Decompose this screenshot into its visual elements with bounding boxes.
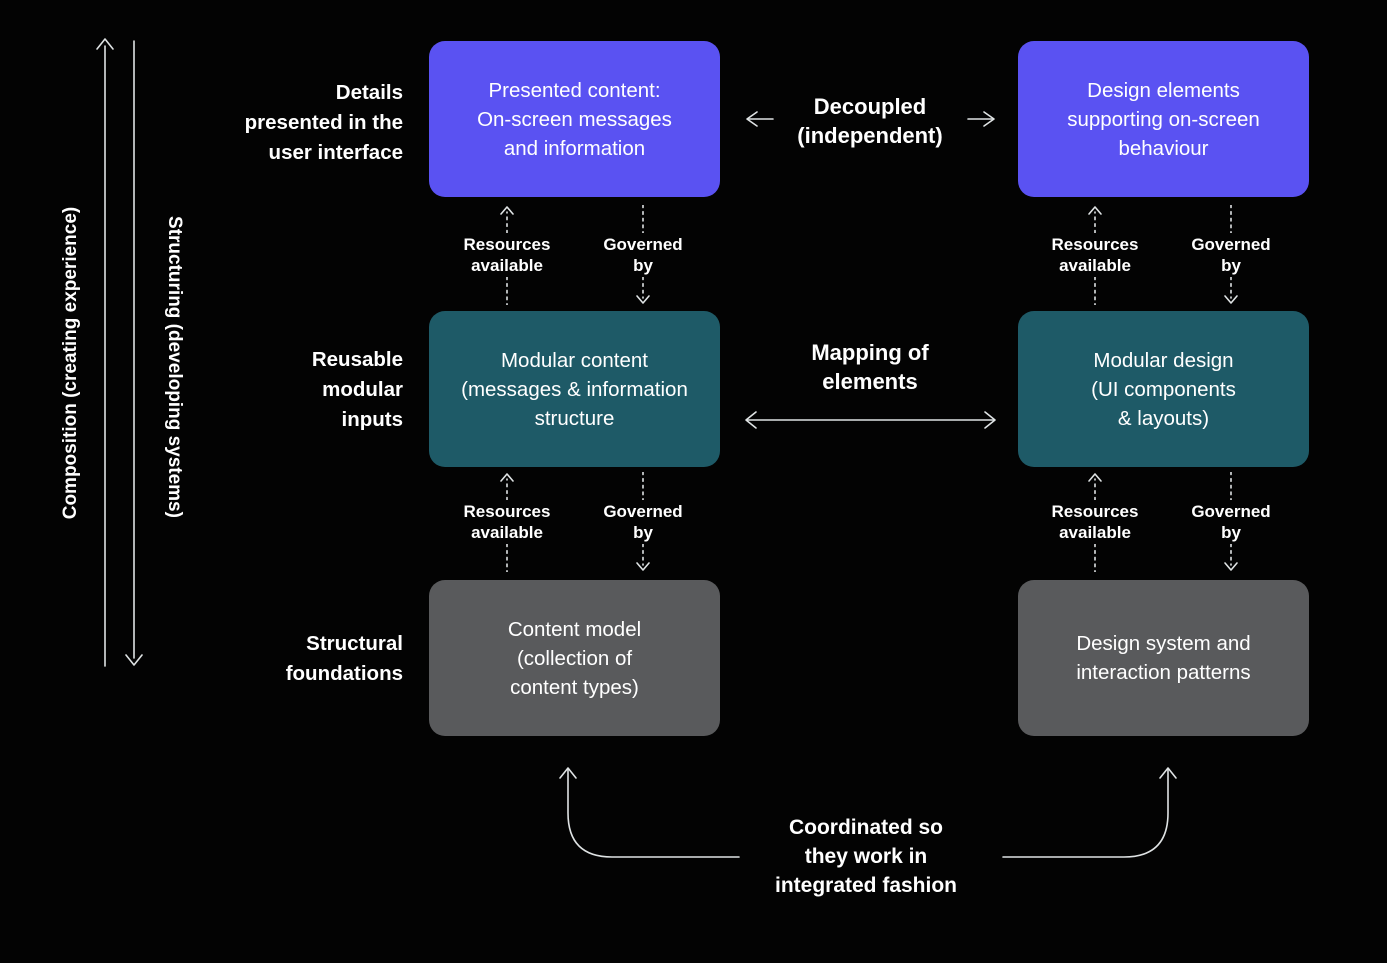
composition-axis-label: Composition (creating experience) xyxy=(60,206,81,520)
row-label-structural-foundations: Structural foundations xyxy=(285,632,403,685)
box-presented-content-text: Presented content: On-screen messages an… xyxy=(477,78,672,160)
dashed-down-arrow xyxy=(1224,277,1238,304)
box-modular-content-text: Modular content (messages & information … xyxy=(461,348,688,430)
structuring-axis-arrow xyxy=(125,40,143,666)
box-presented-content: Presented content: On-screen messages an… xyxy=(429,41,720,197)
mapping-double-arrow xyxy=(745,411,996,429)
structuring-axis-label: Structuring (developing systems) xyxy=(164,216,185,518)
coordination-curve-right xyxy=(1002,767,1177,858)
dashed-down-arrow xyxy=(1224,544,1238,571)
connector-label-resources: Resources available xyxy=(1051,502,1139,542)
connector-governed-design-top: Governed by xyxy=(1166,205,1296,305)
box-modular-design: Modular design (UI components & layouts) xyxy=(1018,311,1309,467)
dashed-up-arrow xyxy=(1088,473,1102,500)
box-modular-content: Modular content (messages & information … xyxy=(429,311,720,467)
row-label-details: Details presented in the user interface xyxy=(244,81,403,164)
connector-resources-design-top: Resources available xyxy=(1030,205,1160,305)
decoupled-arrow-right xyxy=(967,111,995,127)
connector-label-resources: Resources available xyxy=(463,502,551,542)
dashed-down-arrow xyxy=(636,544,650,571)
connector-governed-design-bottom: Governed by xyxy=(1166,472,1296,572)
row-label-reusable-inputs: Reusable modular inputs xyxy=(311,348,403,431)
connector-resources-content-top: Resources available xyxy=(442,205,572,305)
connector-governed-content-bottom: Governed by xyxy=(578,472,708,572)
box-content-model-text: Content model (collection of content typ… xyxy=(507,617,642,699)
mapping-label: Mapping of elements xyxy=(811,340,929,394)
connector-label-resources: Resources available xyxy=(1051,235,1139,275)
dashed-line xyxy=(506,544,508,572)
connector-label-governed: Governed by xyxy=(603,502,683,542)
box-modular-design-text: Modular design (UI components & layouts) xyxy=(1091,348,1236,430)
connector-resources-design-bottom: Resources available xyxy=(1030,472,1160,572)
dashed-line xyxy=(1230,472,1232,500)
box-design-elements-text: Design elements supporting on-screen beh… xyxy=(1067,78,1260,160)
connector-label-resources: Resources available xyxy=(463,235,551,275)
coordination-curve-left xyxy=(559,767,740,858)
connector-label-governed: Governed by xyxy=(1191,235,1271,275)
decoupled-label: Decoupled (independent) xyxy=(797,94,943,148)
coordinated-label: Coordinated so they work in integrated f… xyxy=(774,816,958,897)
box-design-elements: Design elements supporting on-screen beh… xyxy=(1018,41,1309,197)
connector-governed-content-top: Governed by xyxy=(578,205,708,305)
box-design-system: Design system and interaction patterns xyxy=(1018,580,1309,736)
dashed-line xyxy=(1230,205,1232,233)
composition-axis-arrow xyxy=(96,38,114,667)
dashed-line xyxy=(642,205,644,233)
box-content-model: Content model (collection of content typ… xyxy=(429,580,720,736)
dashed-up-arrow xyxy=(500,206,514,233)
connector-resources-content-bottom: Resources available xyxy=(442,472,572,572)
dashed-up-arrow xyxy=(500,473,514,500)
dashed-line xyxy=(1094,544,1096,572)
dashed-line xyxy=(1094,277,1096,305)
connector-label-governed: Governed by xyxy=(603,235,683,275)
dashed-line xyxy=(506,277,508,305)
box-design-system-text: Design system and interaction patterns xyxy=(1076,632,1251,684)
dashed-down-arrow xyxy=(636,277,650,304)
connector-label-governed: Governed by xyxy=(1191,502,1271,542)
dashed-line xyxy=(642,472,644,500)
dashed-up-arrow xyxy=(1088,206,1102,233)
